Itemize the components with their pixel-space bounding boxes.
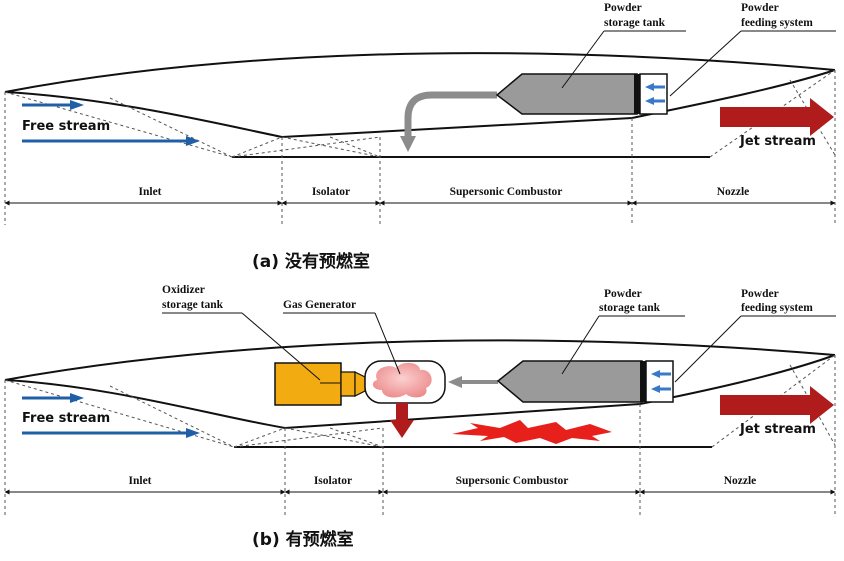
svg-text:feeding system: feeding system — [741, 17, 813, 29]
gas-generator-b — [364, 360, 498, 438]
powder-tank-a — [495, 73, 668, 115]
section-nozzle-b: Nozzle — [724, 475, 757, 487]
powder-tank-callout-a: Powder storage tank — [561, 2, 686, 89]
svg-text:feeding system: feeding system — [741, 302, 813, 314]
svg-text:storage tank: storage tank — [162, 299, 224, 311]
feed-arrows-b — [651, 370, 671, 393]
free-stream-label-a: Free stream — [22, 119, 110, 134]
jet-stream-label-a: Jet stream — [739, 134, 816, 149]
outer-cowl-b — [4, 339, 836, 381]
inner-wall-a — [4, 69, 836, 139]
feed-arrows-a — [645, 83, 665, 105]
shock-lines-a — [4, 69, 836, 225]
free-stream-arrows-b — [22, 393, 200, 438]
caption-b: (b) 有预燃室 — [252, 529, 354, 550]
svg-text:Powder: Powder — [604, 2, 642, 14]
free-stream-arrows-a — [22, 100, 200, 146]
diagram-a: Free stream Powder storage tank Powder f… — [4, 2, 836, 272]
powder-feed-callout-a: Powder feeding system — [669, 2, 836, 97]
free-stream-label-b: Free stream — [22, 411, 110, 426]
svg-text:Powder: Powder — [741, 2, 779, 14]
svg-text:Oxidizer: Oxidizer — [162, 284, 205, 296]
powder-tank-callout-b: Powder storage tank — [561, 288, 685, 375]
flame-b — [452, 420, 612, 444]
oxidizer-tank-b — [274, 362, 366, 406]
svg-text:Gas Generator: Gas Generator — [283, 299, 356, 311]
section-combustor-b: Supersonic Combustor — [456, 475, 569, 487]
jet-stream-label-b: Jet stream — [739, 422, 816, 437]
jet-arrow-a — [720, 98, 834, 136]
diagram-b: Free stream — [4, 284, 836, 550]
svg-text:Powder: Powder — [741, 288, 779, 300]
shock-lines-b — [4, 354, 836, 515]
powder-tank-b — [496, 360, 674, 403]
svg-text:storage tank: storage tank — [599, 302, 661, 314]
powder-feed-callout-b: Powder feeding system — [674, 288, 836, 383]
outer-cowl-a — [4, 52, 836, 93]
section-nozzle-a: Nozzle — [717, 186, 750, 198]
oxidizer-callout-b: Oxidizer storage tank — [162, 284, 321, 381]
section-inlet-b: Inlet — [129, 475, 152, 487]
section-isolator-a: Isolator — [312, 186, 350, 198]
gas-generator-callout-b: Gas Generator — [283, 299, 401, 375]
jet-arrow-b — [720, 386, 834, 424]
fuel-injection-arrow-a — [404, 91, 497, 138]
svg-text:storage tank: storage tank — [604, 17, 666, 29]
section-inlet-a: Inlet — [139, 186, 162, 198]
section-isolator-b: Isolator — [314, 475, 352, 487]
svg-text:Powder: Powder — [604, 288, 642, 300]
caption-a: (a) 没有预燃室 — [252, 251, 370, 272]
section-combustor-a: Supersonic Combustor — [450, 186, 563, 198]
